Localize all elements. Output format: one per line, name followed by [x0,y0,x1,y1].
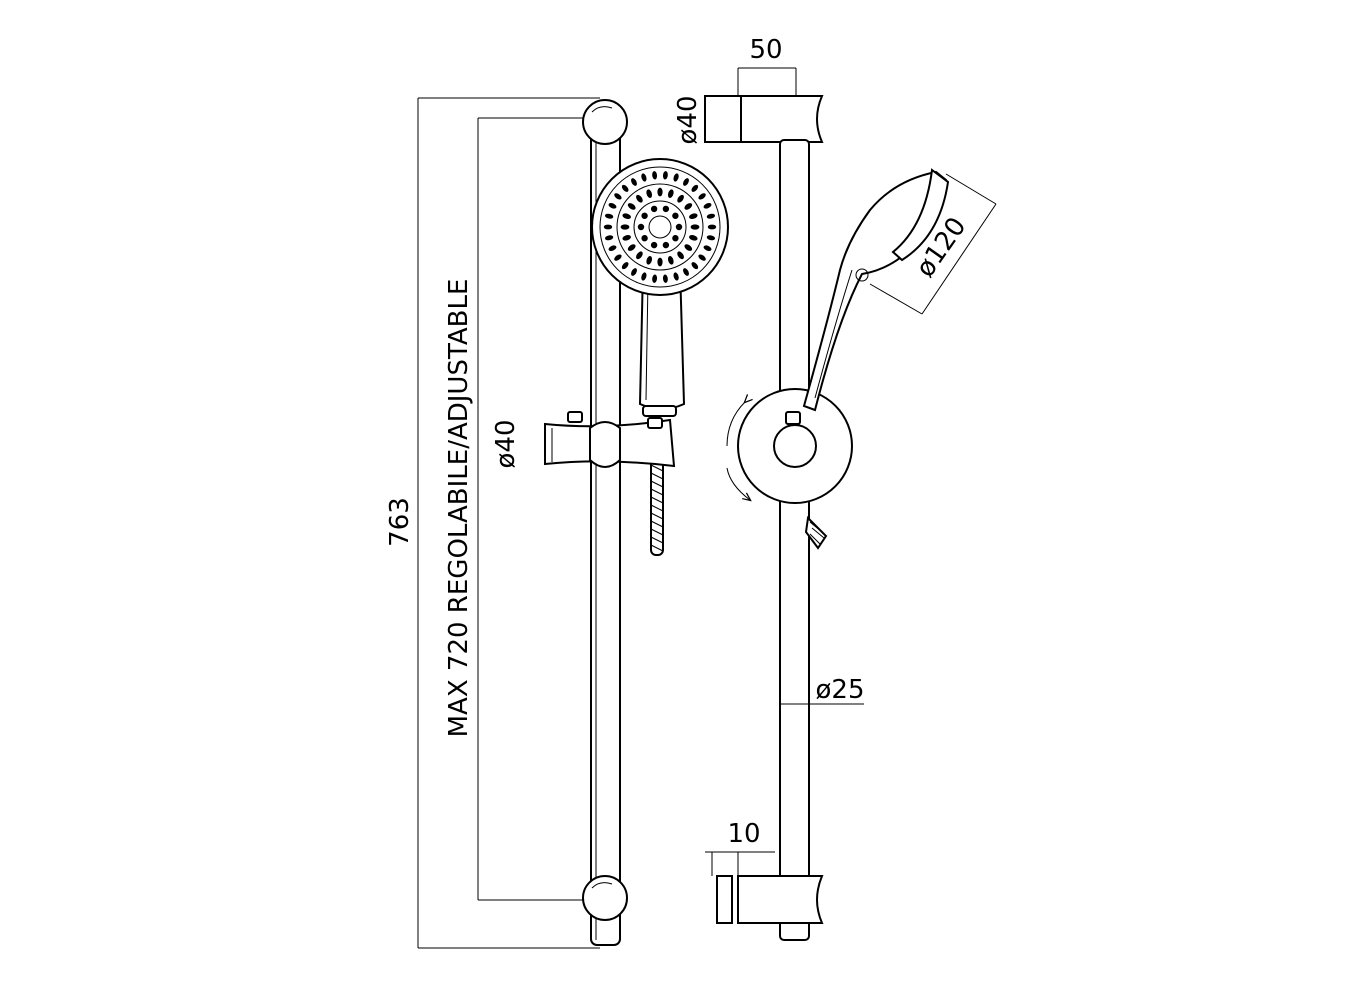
overall-height-label: 763 [385,497,415,547]
nozzle [707,224,717,230]
nozzle [608,245,617,251]
front-view: 763 MAX 720 REGOLABILE/ADJUSTABLE [385,97,729,949]
nozzle [691,262,699,270]
nozzle [622,213,631,220]
nozzle [672,234,679,242]
nozzle [667,189,674,198]
nozzle [646,256,653,265]
nozzle [683,268,689,276]
nozzle [652,171,658,180]
nozzle [652,274,658,283]
rotating-holder [726,388,853,504]
nozzle [662,205,670,213]
outer-nozzle-ring [603,171,717,283]
nozzle [684,244,693,251]
nozzle [614,254,622,261]
nozzle [627,203,636,210]
rail-side [779,139,810,941]
nozzle [698,193,706,200]
adjustable-range-label: MAX 720 REGOLABILE/ADJUSTABLE [444,279,474,738]
nozzle [673,173,679,182]
nozzle [650,241,658,249]
rail-diameter-dimension: ø25 [780,675,865,705]
nozzle [621,262,629,270]
nozzle [690,224,700,230]
nozzle [603,224,613,230]
nozzle [627,244,636,251]
nozzle [657,257,663,267]
side-view: 50 ø40 [673,35,997,941]
hose-side [804,515,828,550]
nozzle [689,234,698,241]
top-wall-bracket [582,99,628,145]
nozzle [673,272,679,281]
nozzle [614,193,622,200]
nozzle [604,213,614,219]
rail-diameter-label: ø25 [816,675,865,705]
nozzle [636,194,643,203]
nozzle [677,194,684,203]
nozzle [604,235,614,241]
nozzle [622,234,631,241]
slider-diameter-label: ø40 [491,420,521,469]
bracket-diameter-label: ø40 [673,96,703,145]
nozzle [646,189,653,198]
nozzle [636,251,643,260]
nozzle [683,178,689,186]
nozzle [675,223,683,231]
nozzle [662,241,670,249]
nozzle [621,184,629,192]
overall-height-dimension: 763 [385,97,600,949]
wall-offset-label: 10 [727,819,760,849]
bracket-depth-dimension: 50 [737,35,797,100]
nozzle [703,245,712,251]
bottom-bracket-side [716,875,824,924]
nozzle [706,213,716,219]
nozzle [657,187,663,197]
wall-offset-dimension: 10 [705,819,775,876]
inner-nozzle-ring [637,205,683,249]
hand-shower-side [802,168,950,412]
nozzle [662,171,668,180]
nozzle [703,203,712,209]
hand-shower-head [591,158,729,296]
nozzle [667,256,674,265]
nozzle [641,212,648,220]
bracket-depth-label: 50 [749,35,782,65]
top-bracket-side [704,95,824,143]
nozzle [677,251,684,260]
nozzle [641,272,647,281]
hand-shower-handle [638,262,686,417]
nozzle [631,178,637,186]
nozzle [620,224,630,230]
nozzle [706,235,716,241]
middle-nozzle-ring [620,187,700,267]
nozzle [689,213,698,220]
shower-hose [650,454,664,556]
nozzle [662,274,668,283]
adjustable-slider [544,411,676,468]
nozzle [608,203,617,209]
nozzle [641,173,647,182]
nozzle [691,184,699,192]
bottom-wall-bracket [582,875,628,921]
adjustable-range-dimension: MAX 720 REGOLABILE/ADJUSTABLE [444,117,600,901]
nozzle [631,268,637,276]
nozzle [698,254,706,261]
nozzle [684,203,693,210]
nozzle [637,223,645,231]
nozzle [672,212,679,219]
nozzle [650,205,658,213]
nozzle [641,235,648,242]
